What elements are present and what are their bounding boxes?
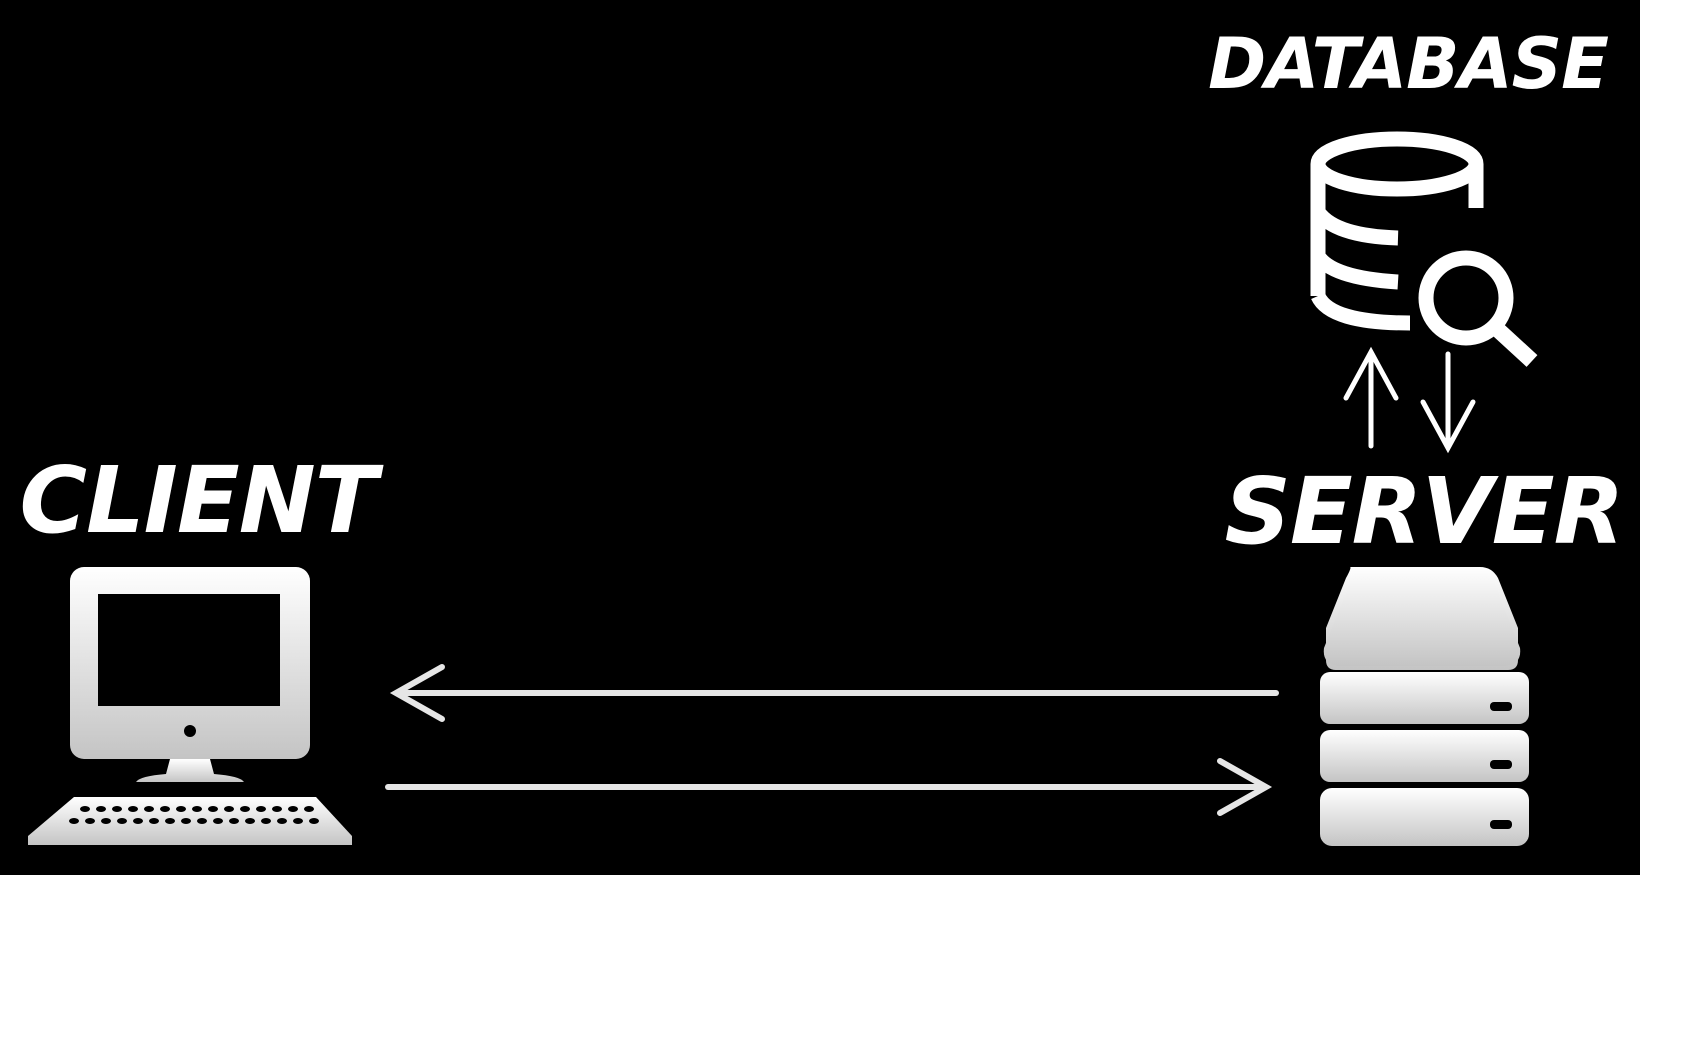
database-to-server-arrow bbox=[1420, 351, 1476, 454]
server-stack-icon bbox=[1320, 567, 1529, 846]
database-label: DATABASE bbox=[1208, 23, 1608, 105]
server-label: SERVER bbox=[1225, 458, 1624, 565]
diagram-panel: DATABASE SERVER CLIENT bbox=[0, 0, 1640, 875]
desktop-computer-icon bbox=[28, 567, 352, 845]
client-label: CLIENT bbox=[20, 447, 384, 554]
database-search-icon bbox=[1310, 131, 1538, 367]
server-to-database-arrow bbox=[1343, 346, 1399, 449]
client-server-diagram: DATABASE SERVER CLIENT bbox=[20, 23, 1624, 846]
client-to-server-arrow bbox=[385, 758, 1273, 816]
server-to-client-arrow bbox=[389, 664, 1279, 722]
